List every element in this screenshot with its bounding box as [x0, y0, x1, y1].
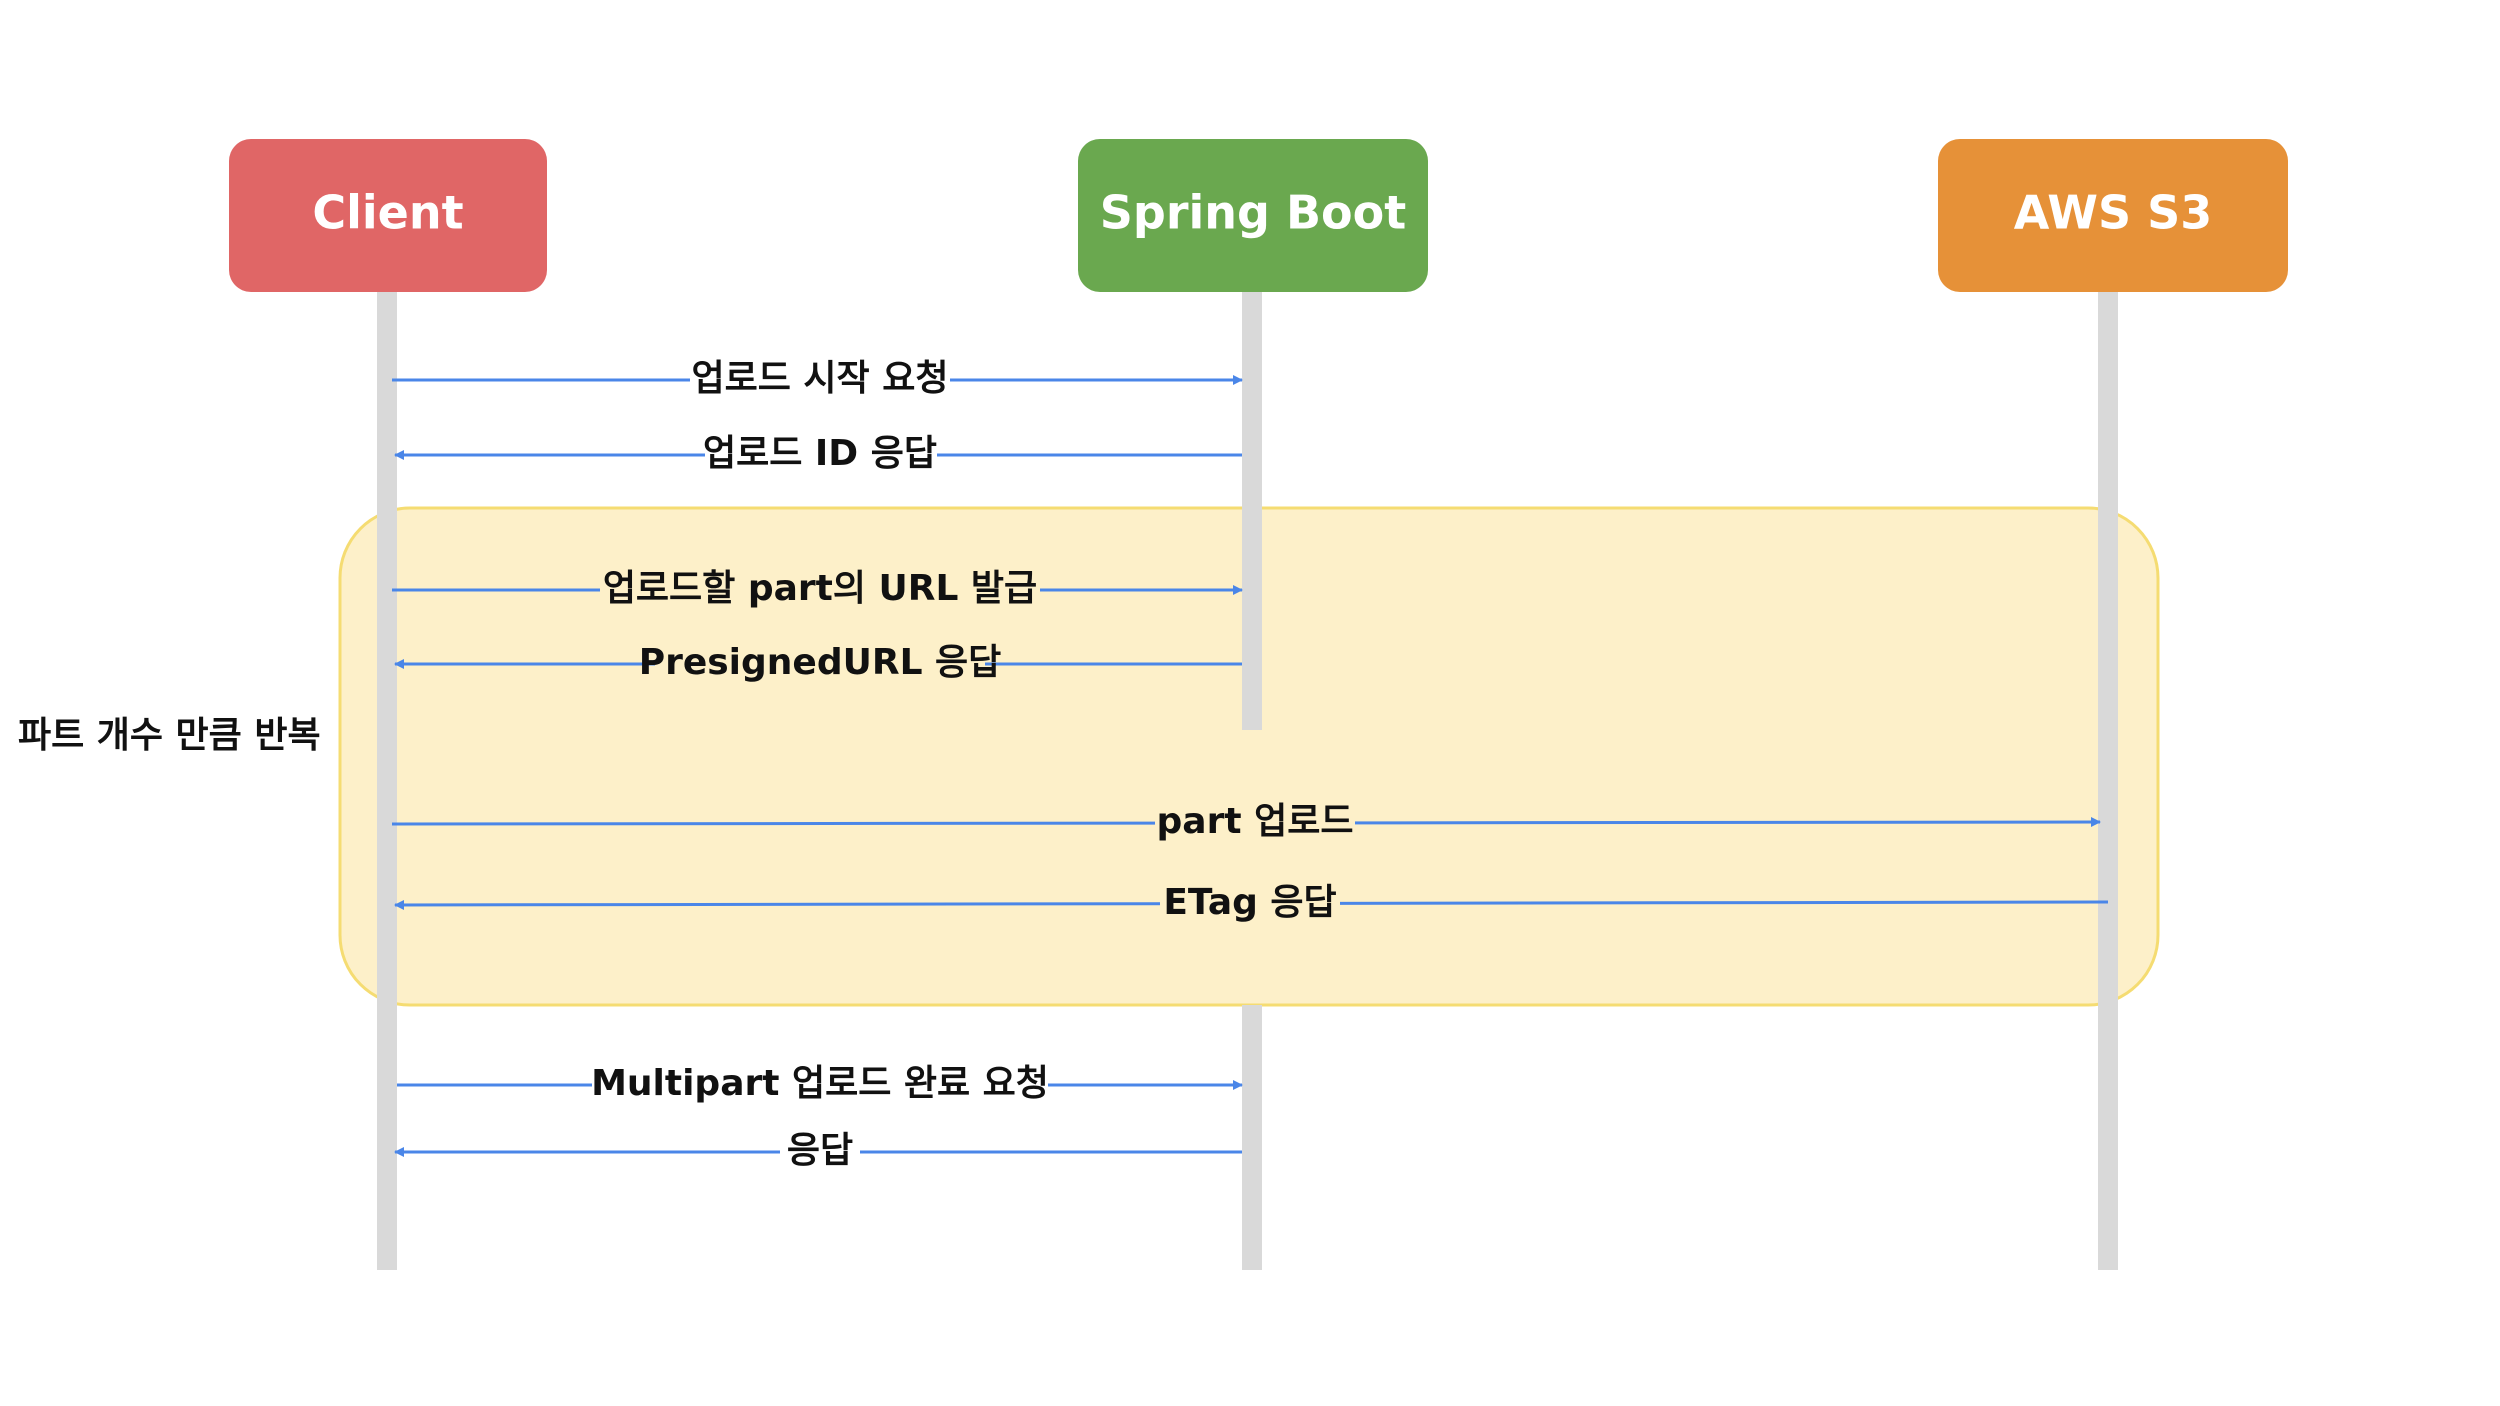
message-label-bg	[705, 431, 937, 479]
message-presigned-url-response: PresignedURL 응답	[394, 640, 1242, 688]
actor-box-aws-s3	[1938, 139, 2288, 292]
actor-label-aws-s3: AWS S3	[2014, 186, 2213, 240]
message-label: ETag 응답	[1163, 882, 1336, 923]
message-upload-start-request: 업로드 시작 요청	[392, 356, 1243, 404]
message-upload-id-response: 업로드 ID 응답	[394, 431, 1242, 479]
lifeline-client	[377, 290, 397, 1270]
message-part-upload: part 업로드	[391, 799, 2101, 847]
message-multipart-complete-request: Multipart 업로드 완료 요청	[397, 1061, 1243, 1109]
actor-client: Client	[229, 139, 547, 292]
message-part-url-issue: 업로드할 part의 URL 발급	[392, 566, 1243, 614]
message-label: PresignedURL 응답	[639, 642, 1002, 683]
lifeline-spring-boot-lower	[1242, 1005, 1262, 1270]
message-label-bg	[690, 356, 950, 404]
loop-label: 파트 개수 만큼 반복	[18, 715, 321, 756]
actor-label-client: Client	[312, 186, 463, 240]
message-label: 업로드 ID 응답	[703, 433, 937, 474]
message-label-bg	[1155, 799, 1355, 847]
message-label: Multipart 업로드 완료 요청	[591, 1063, 1049, 1104]
message-complete-response: 응답	[394, 1128, 1242, 1176]
message-label-bg	[600, 566, 1040, 614]
message-label: 응답	[787, 1130, 853, 1171]
message-label-bg	[780, 1128, 860, 1176]
message-label-bg	[592, 1061, 1048, 1109]
actor-label-spring-boot: Spring Boot	[1100, 186, 1406, 240]
message-label: 업로드 시작 요청	[692, 358, 949, 399]
message-label: 업로드할 part의 URL 발급	[603, 568, 1037, 609]
message-label: part 업로드	[1157, 801, 1354, 842]
actor-spring-boot: Spring Boot	[1078, 139, 1428, 292]
message-label-bg	[655, 640, 985, 688]
actor-box-client	[229, 139, 547, 292]
lifeline-aws-s3	[2098, 290, 2118, 1270]
actor-box-spring-boot	[1078, 139, 1428, 292]
message-etag-response: ETag 응답	[394, 880, 2109, 928]
message-label-bg	[1160, 880, 1340, 928]
lifeline-spring-boot	[1242, 290, 1262, 730]
actor-aws-s3: AWS S3	[1938, 139, 2288, 292]
